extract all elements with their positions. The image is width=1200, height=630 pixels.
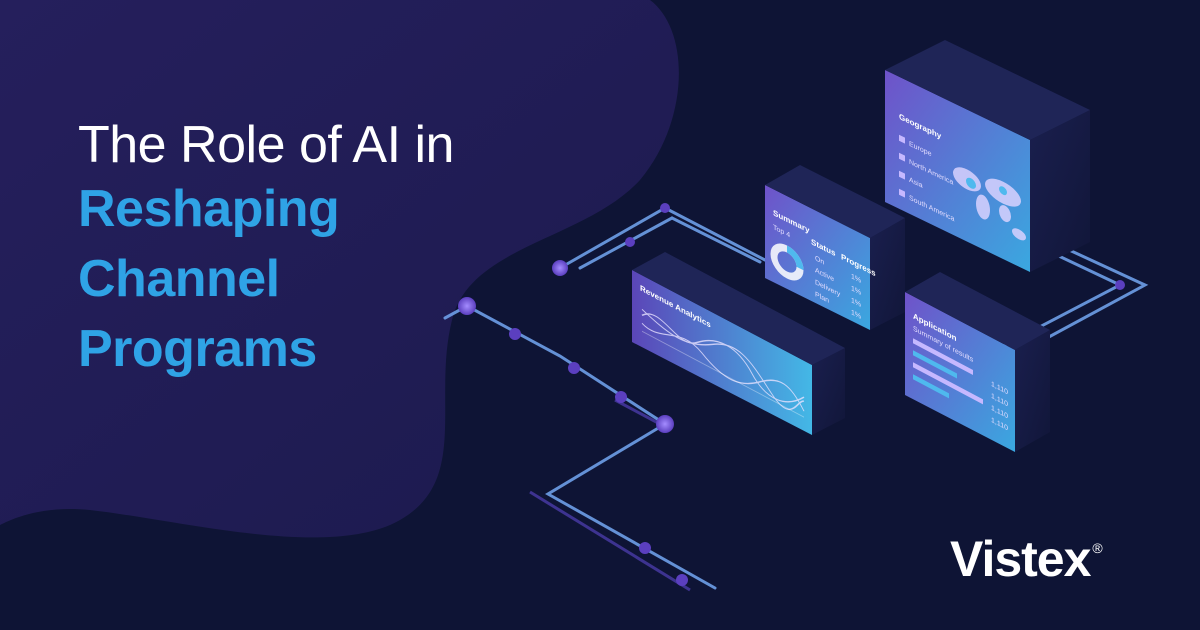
connector-lines-faint: [529, 398, 691, 592]
line-chart-panel: Revenue Analytics: [632, 252, 845, 435]
network-node-icon: [458, 297, 476, 315]
network-node-icon: [625, 237, 635, 247]
network-node-icon: [509, 328, 521, 340]
headline-line-4: Programs: [78, 320, 317, 378]
summary-value-1: 1%: [851, 271, 861, 285]
headline: The Role of AI in Reshaping Channel Prog…: [78, 116, 454, 384]
network-node-icon: [656, 415, 674, 433]
network-node-icon: [1115, 280, 1125, 290]
network-node-icon: [568, 362, 580, 374]
network-node-icon: [676, 574, 688, 586]
network-node-icon: [615, 391, 627, 403]
summary-row-1: On: [815, 253, 824, 266]
network-node-icon: [639, 542, 651, 554]
summary-value-2: 1%: [851, 283, 861, 297]
summary-panel: Summary Top 4 Status On Active Delivery …: [765, 165, 905, 330]
vistex-logo: Vistex®: [950, 530, 1103, 588]
headline-line-2: Reshaping: [78, 180, 340, 238]
network-nodes: [458, 203, 1125, 586]
logo-wordmark: Vistex: [950, 531, 1091, 587]
line-chart-series: [641, 308, 805, 412]
network-node-icon: [552, 260, 568, 276]
registered-mark-icon: ®: [1092, 540, 1102, 556]
application-panel: Application Summary of results 1,110 1,1…: [905, 272, 1050, 452]
summary-value-4: 1%: [851, 307, 861, 321]
network-node-icon: [660, 203, 670, 213]
headline-line-1: The Role of AI in: [78, 116, 454, 174]
headline-line-3: Channel: [78, 250, 280, 308]
geography-panel: Geography Europe North America Asia Sout…: [885, 40, 1090, 272]
summary-value-3: 1%: [851, 295, 861, 309]
